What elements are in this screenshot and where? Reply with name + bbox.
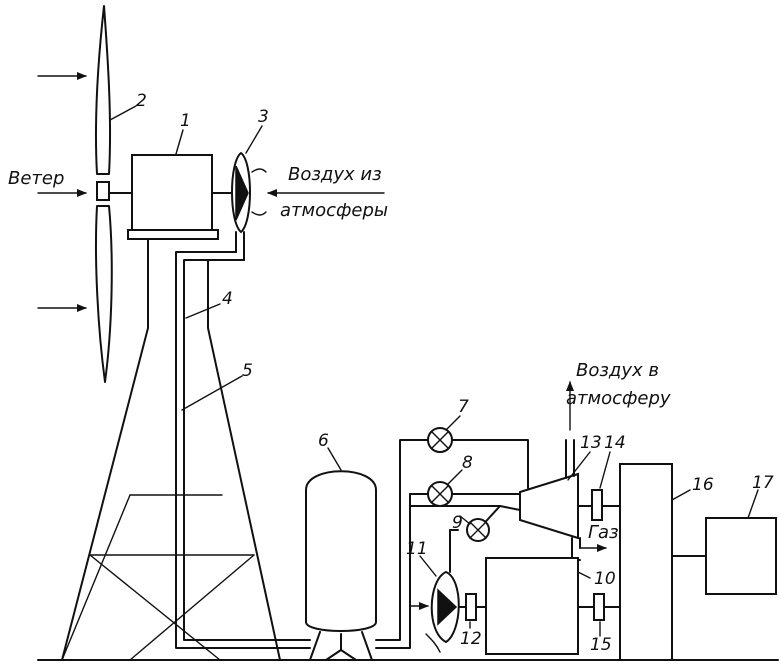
label-15: 15 [590, 635, 612, 655]
label-6: 6 [318, 431, 329, 451]
air-out-label-line2: атмосферу [566, 388, 671, 409]
valve-9 [466, 518, 490, 542]
label-13: 13 [580, 433, 602, 453]
label-7: 7 [458, 397, 469, 417]
label-12: 12 [460, 629, 482, 649]
air-intake-fan [231, 152, 267, 261]
generator [619, 463, 673, 661]
label-2: 2 [136, 91, 147, 111]
part-numbers: 1 2 3 4 5 6 7 8 9 10 11 12 13 14 15 16 1… [136, 91, 774, 655]
inlet-fan [409, 571, 487, 653]
air-in-label-line2: атмосферы [280, 200, 388, 221]
air-in-label-line1: Воздух из [288, 164, 382, 185]
label-1: 1 [180, 111, 191, 131]
wind-label: Ветер [8, 168, 64, 189]
label-14: 14 [604, 433, 626, 453]
wind-arrows [37, 72, 87, 312]
leader-lines [109, 105, 759, 637]
label-5: 5 [242, 361, 253, 381]
label-9: 9 [452, 513, 463, 533]
valve-7 [427, 427, 453, 453]
combustion-unit [485, 557, 579, 655]
air-pipe [175, 251, 311, 649]
gas-label: Газ [588, 522, 619, 543]
valve-8 [427, 481, 453, 507]
tower [61, 238, 281, 661]
label-16: 16 [692, 475, 714, 495]
label-3: 3 [258, 107, 269, 127]
load-unit [705, 517, 777, 595]
label-10: 10 [594, 569, 616, 589]
air-out-label-line1: Воздух в [576, 360, 659, 381]
lower-shaft [577, 593, 621, 621]
wind-rotor [94, 5, 133, 383]
nacelle-compressor [127, 154, 233, 240]
valve-pipework [375, 439, 529, 649]
label-11: 11 [406, 539, 428, 559]
label-8: 8 [462, 453, 473, 473]
label-4: 4 [222, 289, 233, 309]
label-17: 17 [752, 473, 774, 493]
air-turbine [519, 381, 621, 540]
air-receiver-tank [305, 470, 377, 661]
air-pipe-inner [183, 259, 311, 641]
